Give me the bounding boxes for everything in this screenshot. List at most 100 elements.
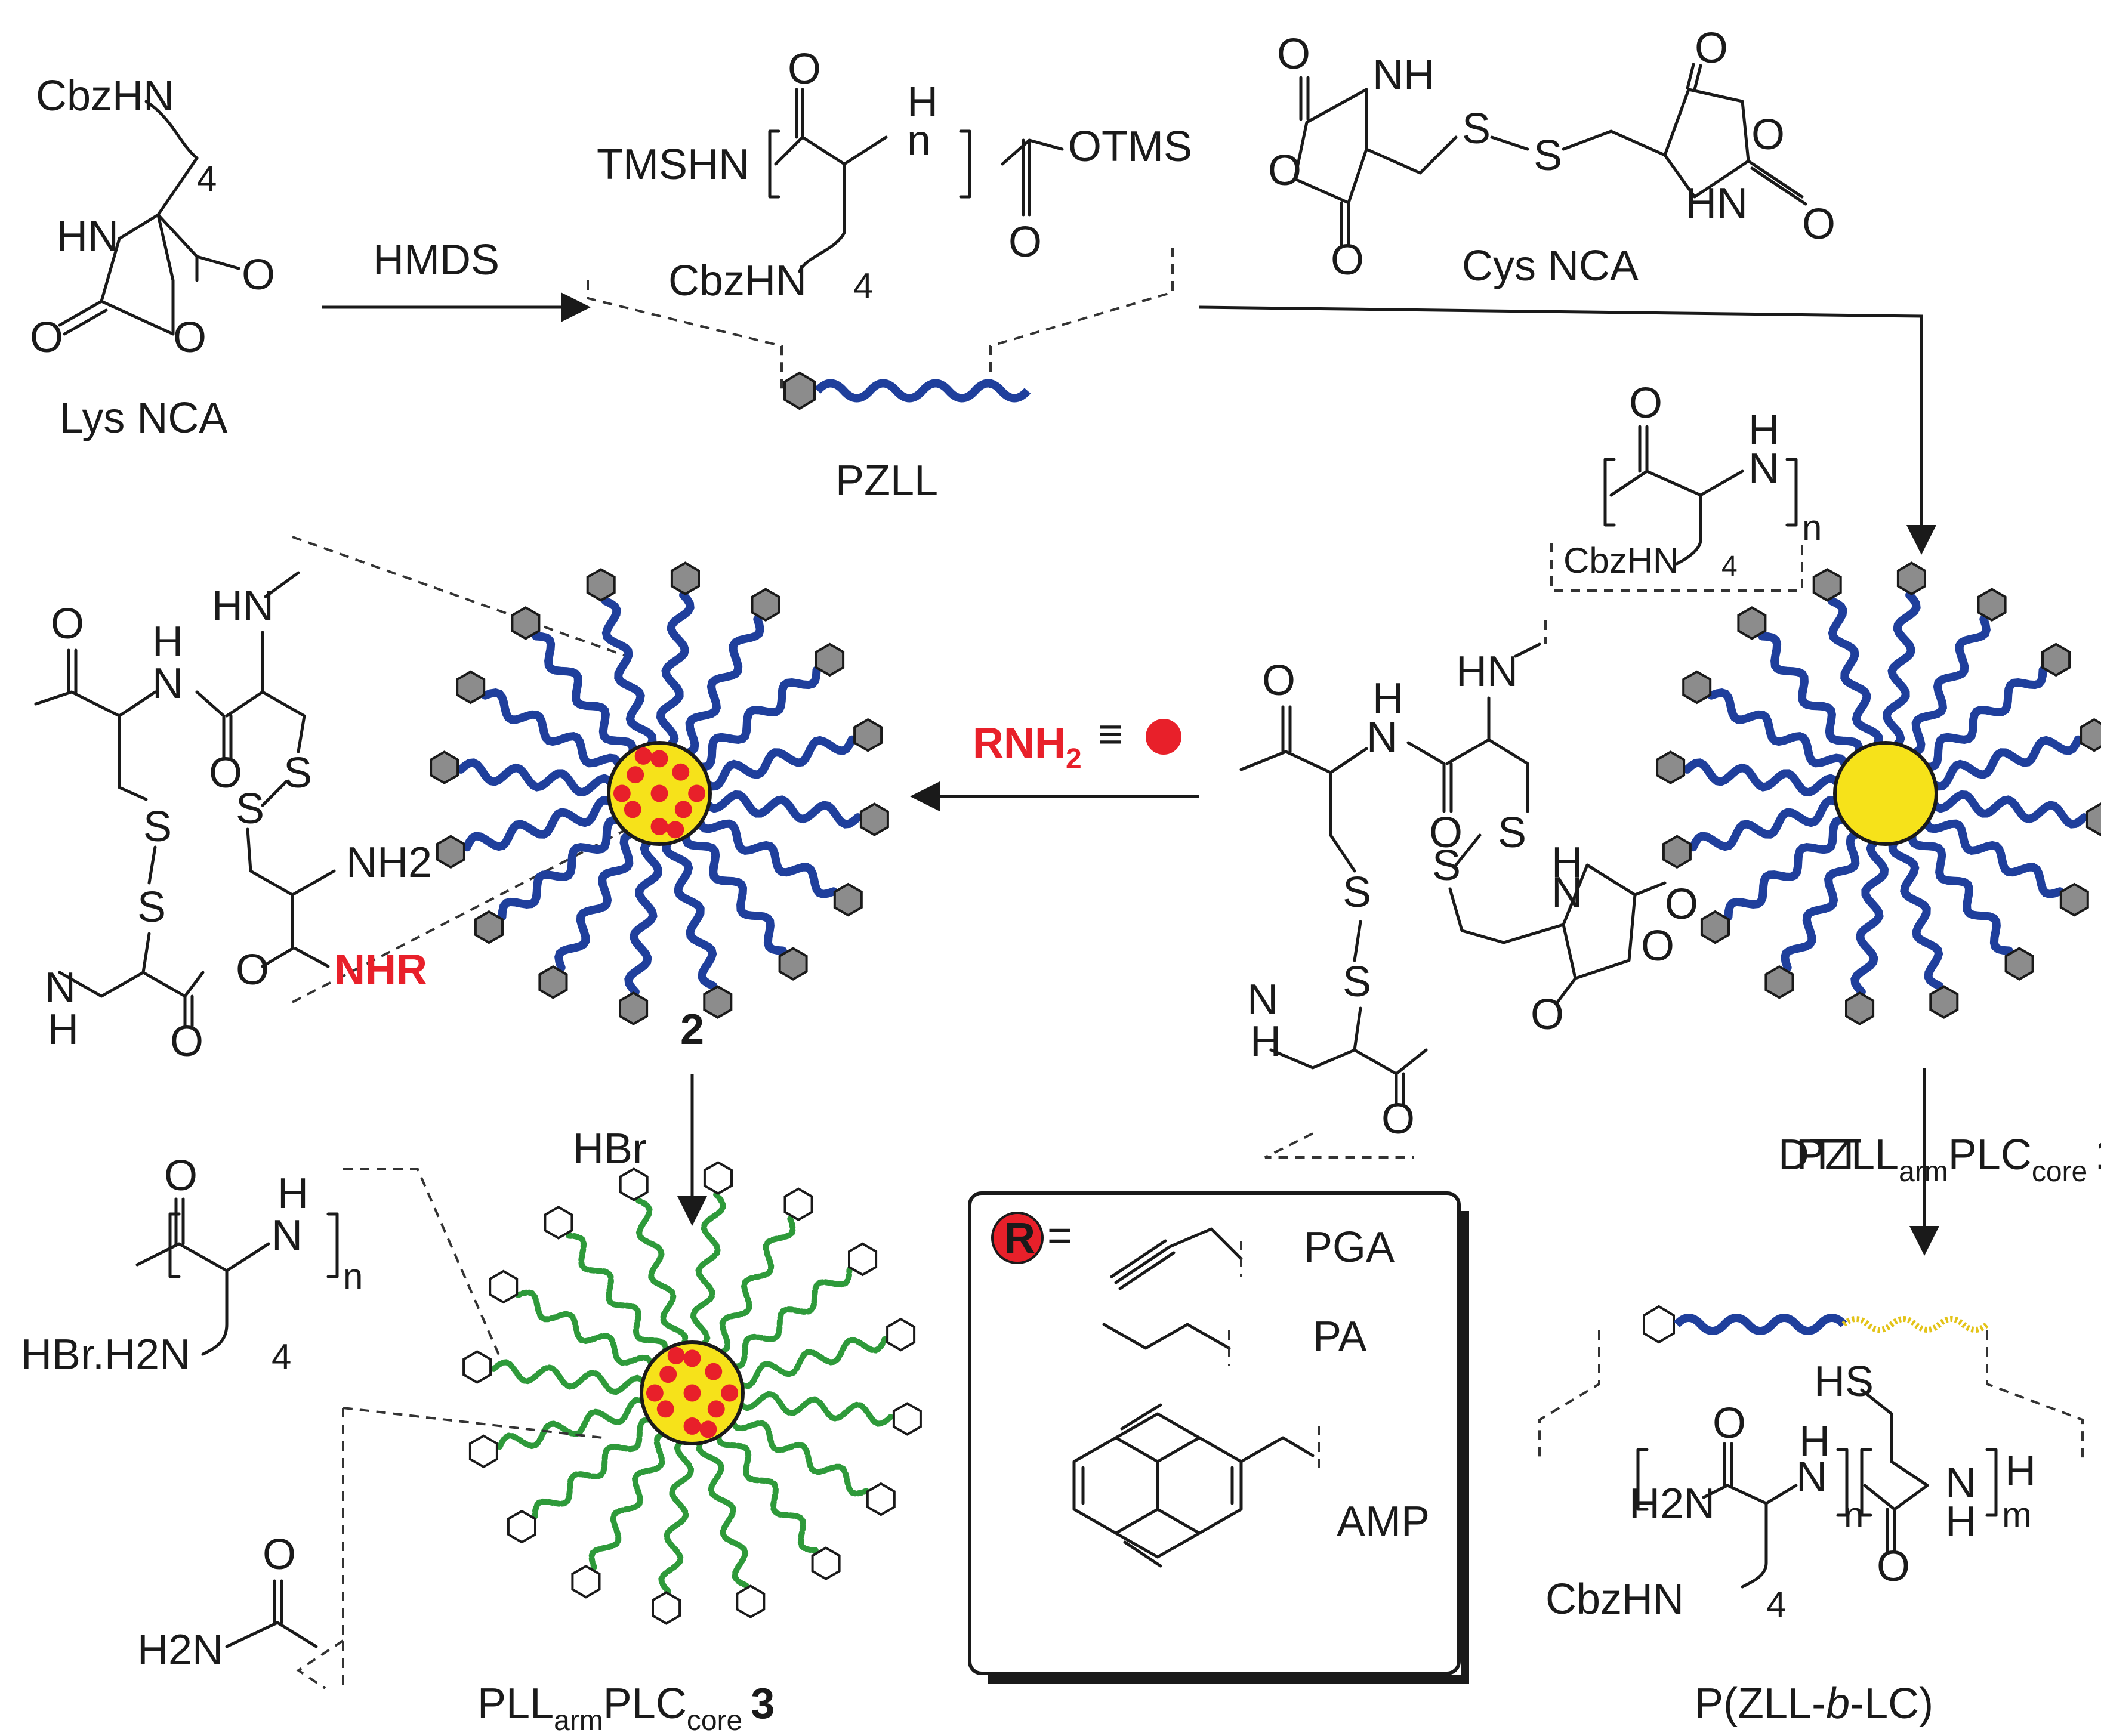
pzll-chain-icon bbox=[814, 379, 1031, 403]
mid-h: H bbox=[1372, 675, 1403, 722]
pzll-block-icon bbox=[1673, 1314, 1847, 1335]
cys-nca-hn: HN bbox=[1686, 180, 1748, 227]
arm-endgroup-icon bbox=[474, 910, 504, 944]
star3-o-amide: O bbox=[263, 1531, 296, 1579]
block-h1: H bbox=[1799, 1417, 1830, 1465]
star2-s2: S bbox=[143, 803, 172, 851]
arm-endgroup-icon bbox=[430, 750, 459, 784]
core-dot bbox=[705, 1363, 723, 1380]
star2-nhr: NHR bbox=[334, 946, 427, 994]
star2-h: H bbox=[152, 618, 183, 666]
core-dot bbox=[659, 1366, 677, 1383]
pzll-sub4: 4 bbox=[853, 266, 873, 306]
lys-nca-label: Lys NCA bbox=[60, 394, 227, 442]
polymer-arm bbox=[1689, 796, 1847, 852]
arm-endgroup-icon bbox=[1896, 561, 1926, 595]
star2-h-bottom: H bbox=[48, 1006, 79, 1054]
pzll-structure: TMSHN O n H OTMS O CbzHN 4 PZLL bbox=[587, 45, 1192, 505]
arm-endgroup-icon bbox=[1737, 606, 1767, 640]
arm-endgroup-icon bbox=[2004, 947, 2034, 981]
arm-endgroup-icon bbox=[703, 985, 733, 1019]
lys-nca-o1: O bbox=[242, 251, 275, 299]
dtt-label: DTT bbox=[1778, 1131, 1862, 1179]
core-dot bbox=[667, 1346, 685, 1364]
star3-repeat-unit: O N H n HBr.H2N 4 O H2N bbox=[21, 1152, 603, 1689]
star2-o-top: O bbox=[51, 600, 84, 648]
arm-endgroup-icon bbox=[703, 1161, 733, 1195]
arm-endgroup-icon bbox=[783, 1187, 813, 1222]
r-symbol: R bbox=[1004, 1215, 1035, 1262]
polymer-arm bbox=[515, 1289, 656, 1374]
core-dot bbox=[627, 766, 644, 784]
mid-s4: S bbox=[1432, 842, 1461, 889]
star-core bbox=[1833, 741, 1938, 846]
cys-nca-label: Cys NCA bbox=[1462, 242, 1639, 290]
polymer-arm bbox=[690, 666, 821, 771]
polymer-arm bbox=[601, 597, 657, 755]
rnh2-arrow: RNH2 ≡ bbox=[910, 711, 1199, 811]
star3-n: N bbox=[272, 1212, 303, 1259]
star-polymer-1-icon bbox=[1656, 561, 2101, 1025]
core-dot bbox=[650, 750, 668, 768]
core-dot bbox=[688, 784, 706, 802]
polymer-arm bbox=[711, 1216, 796, 1357]
mid-repeat-unit: O N H O HN S S S S H N O O O N H O bbox=[1239, 620, 1698, 1159]
polymer-arm bbox=[728, 1411, 869, 1497]
polymer-arm bbox=[624, 833, 663, 996]
polymer-arm bbox=[1920, 811, 2064, 898]
polymer-arm bbox=[1724, 816, 1855, 921]
pzll-n: n bbox=[907, 117, 931, 165]
arm-endgroup-icon bbox=[859, 802, 889, 836]
pyrene-icon bbox=[1072, 1403, 1315, 1568]
arm-endgroup-icon bbox=[462, 1350, 492, 1384]
core-dot bbox=[650, 818, 668, 835]
polymer-arm bbox=[690, 1191, 726, 1352]
block-label: P(ZLL-b-LC) bbox=[1695, 1680, 1933, 1728]
polymer-arm bbox=[1908, 824, 2013, 955]
star3-hbr: HBr.H2N bbox=[21, 1331, 190, 1379]
mid-o-ring: O bbox=[1641, 922, 1674, 970]
polymer-arm bbox=[1924, 735, 2083, 791]
arm-endgroup-icon bbox=[815, 642, 845, 677]
star1-n: N bbox=[1748, 445, 1779, 493]
pzll-o2: O bbox=[1008, 218, 1042, 266]
arm-endgroup-icon bbox=[1682, 670, 1712, 705]
polymer-arm bbox=[532, 1416, 660, 1519]
core-dot bbox=[683, 1349, 701, 1367]
arm-endgroup-icon bbox=[507, 1509, 536, 1544]
arm-endgroup-icon bbox=[1977, 588, 2007, 622]
polymer-arm bbox=[1917, 666, 2047, 771]
cys-nca-o-ring: O bbox=[1268, 147, 1301, 194]
star3-o: O bbox=[164, 1152, 198, 1200]
mid-s1: S bbox=[1498, 809, 1526, 857]
star3-h: H bbox=[277, 1170, 308, 1218]
arm-endgroup-icon bbox=[1845, 991, 1875, 1025]
cys-nca-s2: S bbox=[1534, 132, 1562, 180]
polymer-arm bbox=[694, 811, 838, 898]
arm-endgroup-icon bbox=[544, 1206, 573, 1240]
polymer-arm bbox=[496, 1397, 652, 1450]
polymer-arm bbox=[566, 1233, 669, 1361]
legend-item-pga: PGA bbox=[1304, 1224, 1395, 1271]
polymer-arm bbox=[1827, 597, 1883, 755]
polymer-arm bbox=[699, 790, 862, 829]
legend-item-pa: PA bbox=[1313, 1313, 1367, 1361]
mid-o-ring3: O bbox=[1531, 991, 1564, 1039]
core-dot bbox=[683, 1384, 701, 1402]
mid-n: N bbox=[1366, 713, 1397, 761]
mid-s3: S bbox=[1343, 958, 1371, 1006]
star2-label: 2 bbox=[680, 1006, 704, 1054]
arm-endgroup-icon bbox=[2085, 802, 2101, 836]
block-o2: O bbox=[1877, 1543, 1910, 1590]
block-msub: m bbox=[2002, 1495, 2032, 1535]
arm-endgroup-icon bbox=[811, 1546, 841, 1580]
arm-endgroup-icon bbox=[2080, 718, 2101, 752]
mid-o-top: O bbox=[1262, 657, 1295, 705]
mid-n-ring: N bbox=[1551, 869, 1582, 916]
star2-n-bottom: N bbox=[45, 964, 76, 1012]
block-o1: O bbox=[1713, 1400, 1746, 1447]
dtt-arrow: DTT bbox=[1778, 1068, 1939, 1256]
arm-endgroup-icon bbox=[1929, 985, 1959, 1019]
core-dot-symbol-icon bbox=[1146, 719, 1181, 755]
